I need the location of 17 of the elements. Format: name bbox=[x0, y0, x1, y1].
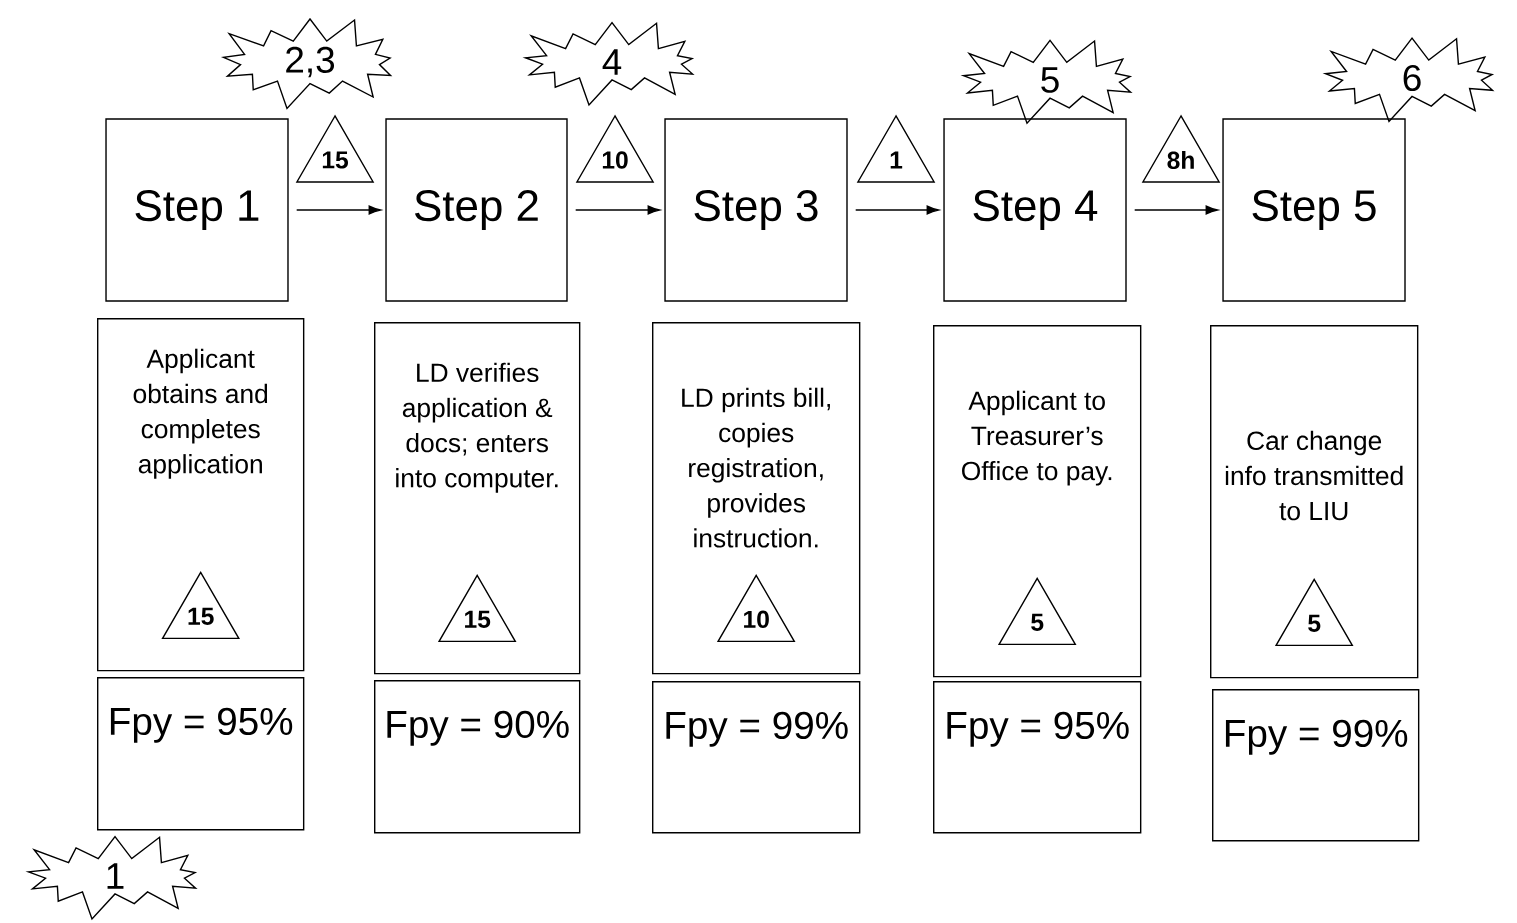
process-box: Step 3 bbox=[664, 118, 848, 302]
process-box: Step 1 bbox=[105, 118, 289, 302]
arrow bbox=[296, 205, 382, 215]
arrow bbox=[1134, 205, 1219, 215]
yield-box: Fpy = 99% bbox=[652, 681, 861, 834]
arrow bbox=[855, 205, 940, 215]
yield-box: Fpy = 90% bbox=[374, 680, 581, 834]
process-box: Step 4 bbox=[943, 118, 1127, 302]
yield-box: Fpy = 99% bbox=[1212, 689, 1420, 842]
process-box: Step 5 bbox=[1222, 118, 1406, 302]
starburst: 1 bbox=[25, 835, 198, 921]
starburst: 4 bbox=[522, 21, 695, 107]
yield-box: Fpy = 95% bbox=[97, 677, 305, 831]
arrow bbox=[575, 205, 661, 215]
starburst: 5 bbox=[960, 39, 1133, 125]
process-box: Step 2 bbox=[385, 118, 568, 302]
yield-box: Fpy = 95% bbox=[933, 681, 1142, 834]
